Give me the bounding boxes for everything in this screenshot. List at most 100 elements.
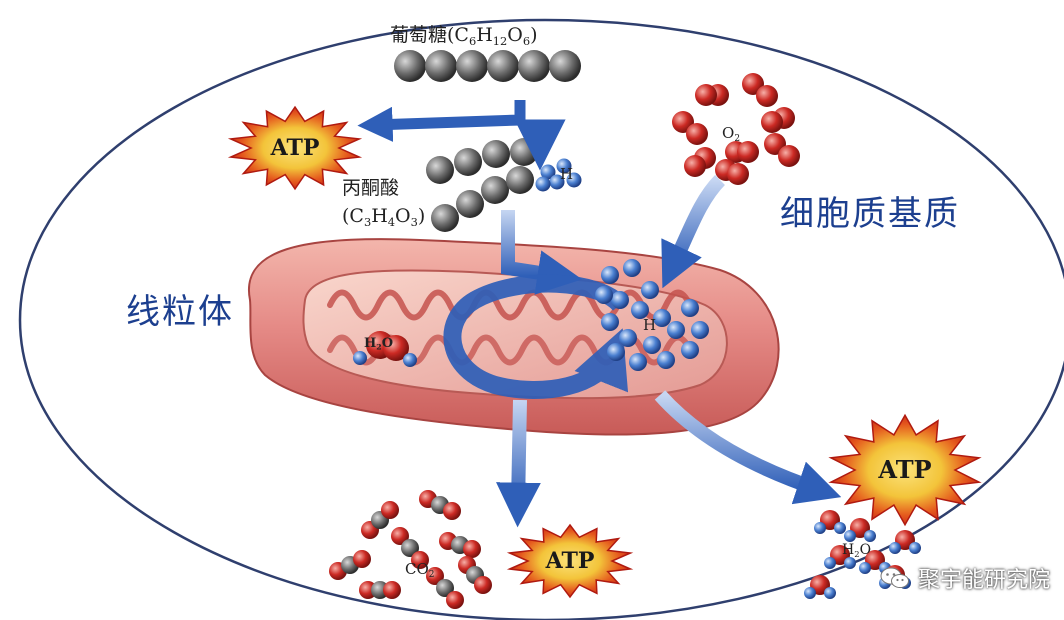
hydrogen-atom (691, 321, 709, 339)
oxygen-atom (383, 335, 409, 361)
atom (761, 111, 783, 133)
hydrogen-atom (403, 353, 417, 367)
hydrogen-molecules-cytoplasm (535, 158, 582, 192)
hydrogen-atom (681, 341, 699, 359)
cytoplasm-label: 细胞质基质 (780, 194, 960, 234)
hydrogen-atom (549, 174, 565, 190)
atom (391, 527, 409, 545)
atp-label: ATP (877, 455, 931, 484)
watermark-text: 聚宇能研究院 (917, 568, 1050, 593)
hydrogen-atom (601, 266, 619, 284)
mito-to-water-arrow (654, 390, 842, 505)
pyruvate-to-mito-arrow (501, 210, 583, 295)
atom (443, 502, 461, 520)
atom (401, 539, 419, 557)
hydrogen-atom (834, 522, 846, 534)
mito-to-co2-arrow (496, 399, 541, 528)
atom (474, 576, 492, 594)
atom (695, 84, 717, 106)
oxygen-label: O2 (722, 124, 741, 145)
hydrogen-atom (556, 158, 572, 174)
atom (684, 155, 706, 177)
water-label-mitochondrion: H2O (364, 336, 394, 352)
hydrogen-atom (909, 542, 921, 554)
atom (446, 591, 464, 609)
atp-burst-water: ATP (828, 413, 982, 527)
hydrogen-atom (681, 299, 699, 317)
carbon-atom (456, 50, 488, 82)
carbon-atom (431, 204, 459, 232)
carbon-atom (482, 140, 510, 168)
hydrogen-atom (804, 587, 816, 599)
hydrogen-atom (667, 321, 685, 339)
atom (353, 550, 371, 568)
hydrogen-label-mitochondrion: H (643, 316, 657, 334)
carbon-atom (506, 166, 534, 194)
carbon-atom (394, 50, 426, 82)
hydrogen-atom (619, 329, 637, 347)
hydrogen-molecules-mitochondrion (595, 259, 709, 371)
hydrogen-atom (859, 562, 871, 574)
hydrogen-atom (889, 542, 901, 554)
hydrogen-atom (353, 351, 367, 365)
carbon-atom (518, 50, 550, 82)
hydrogen-atom (824, 587, 836, 599)
atom (411, 551, 429, 569)
carbon-atom (487, 50, 519, 82)
atom (778, 145, 800, 167)
hydrogen-atom (623, 259, 641, 277)
co2-label: CO2 (405, 560, 435, 581)
atp-label: ATP (270, 135, 320, 161)
hydrogen-atom (844, 557, 856, 569)
carbon-dioxide-molecules (329, 490, 492, 609)
krebs-cycle-arrow (443, 274, 628, 400)
oxygen-molecules (672, 73, 800, 185)
watermark: 聚宇能研究院 (880, 562, 1050, 594)
hydrogen-atom (535, 176, 551, 192)
atom (463, 540, 481, 558)
carbon-atom (481, 176, 509, 204)
atp-burst-co2: ATP (506, 523, 634, 599)
atom (727, 163, 749, 185)
carbon-atom (454, 148, 482, 176)
atom (383, 581, 401, 599)
hydrogen-atom (631, 301, 649, 319)
hydrogen-atom (601, 313, 619, 331)
wechat-icon (880, 567, 909, 588)
carbon-atom (426, 156, 454, 184)
pyruvate-label: 丙酮酸 (C3H4O3) (342, 177, 426, 229)
atom (436, 579, 454, 597)
hydrogen-atom (864, 530, 876, 542)
carbon-atom (456, 190, 484, 218)
glucose-label: 葡萄糖(C6H12O6) (390, 24, 538, 48)
hydrogen-atom (844, 530, 856, 542)
hydrogen-atom (657, 351, 675, 369)
hydrogen-atom (629, 353, 647, 371)
hydrogen-atom (814, 522, 826, 534)
hydrogen-atom (611, 291, 629, 309)
glucose-molecule (394, 50, 581, 82)
atp-label: ATP (545, 548, 595, 574)
hydrogen-atom (540, 164, 556, 180)
hydrogen-atom (824, 557, 836, 569)
atom (686, 123, 708, 145)
water-label-output: H2O (842, 542, 872, 559)
mitochondrion-label: 线粒体 (126, 292, 234, 332)
oxygen-to-mito-arrow (661, 175, 726, 289)
hydrogen-label-cytoplasm: H (560, 165, 574, 183)
hydrogen-atom (641, 281, 659, 299)
atp-burst-cytoplasm: ATP (227, 105, 363, 191)
hydrogen-atom (607, 343, 625, 361)
hydrogen-atom (643, 336, 661, 354)
water-molecule-mitochondrion (353, 331, 417, 367)
atom (381, 501, 399, 519)
hydrogen-atom (566, 172, 582, 188)
atom (756, 85, 778, 107)
atom (737, 141, 759, 163)
hydrogen-atom (653, 309, 671, 327)
atom (426, 567, 444, 585)
hydrogen-atom (595, 286, 613, 304)
carbon-atom (549, 50, 581, 82)
carbon-atom (425, 50, 457, 82)
